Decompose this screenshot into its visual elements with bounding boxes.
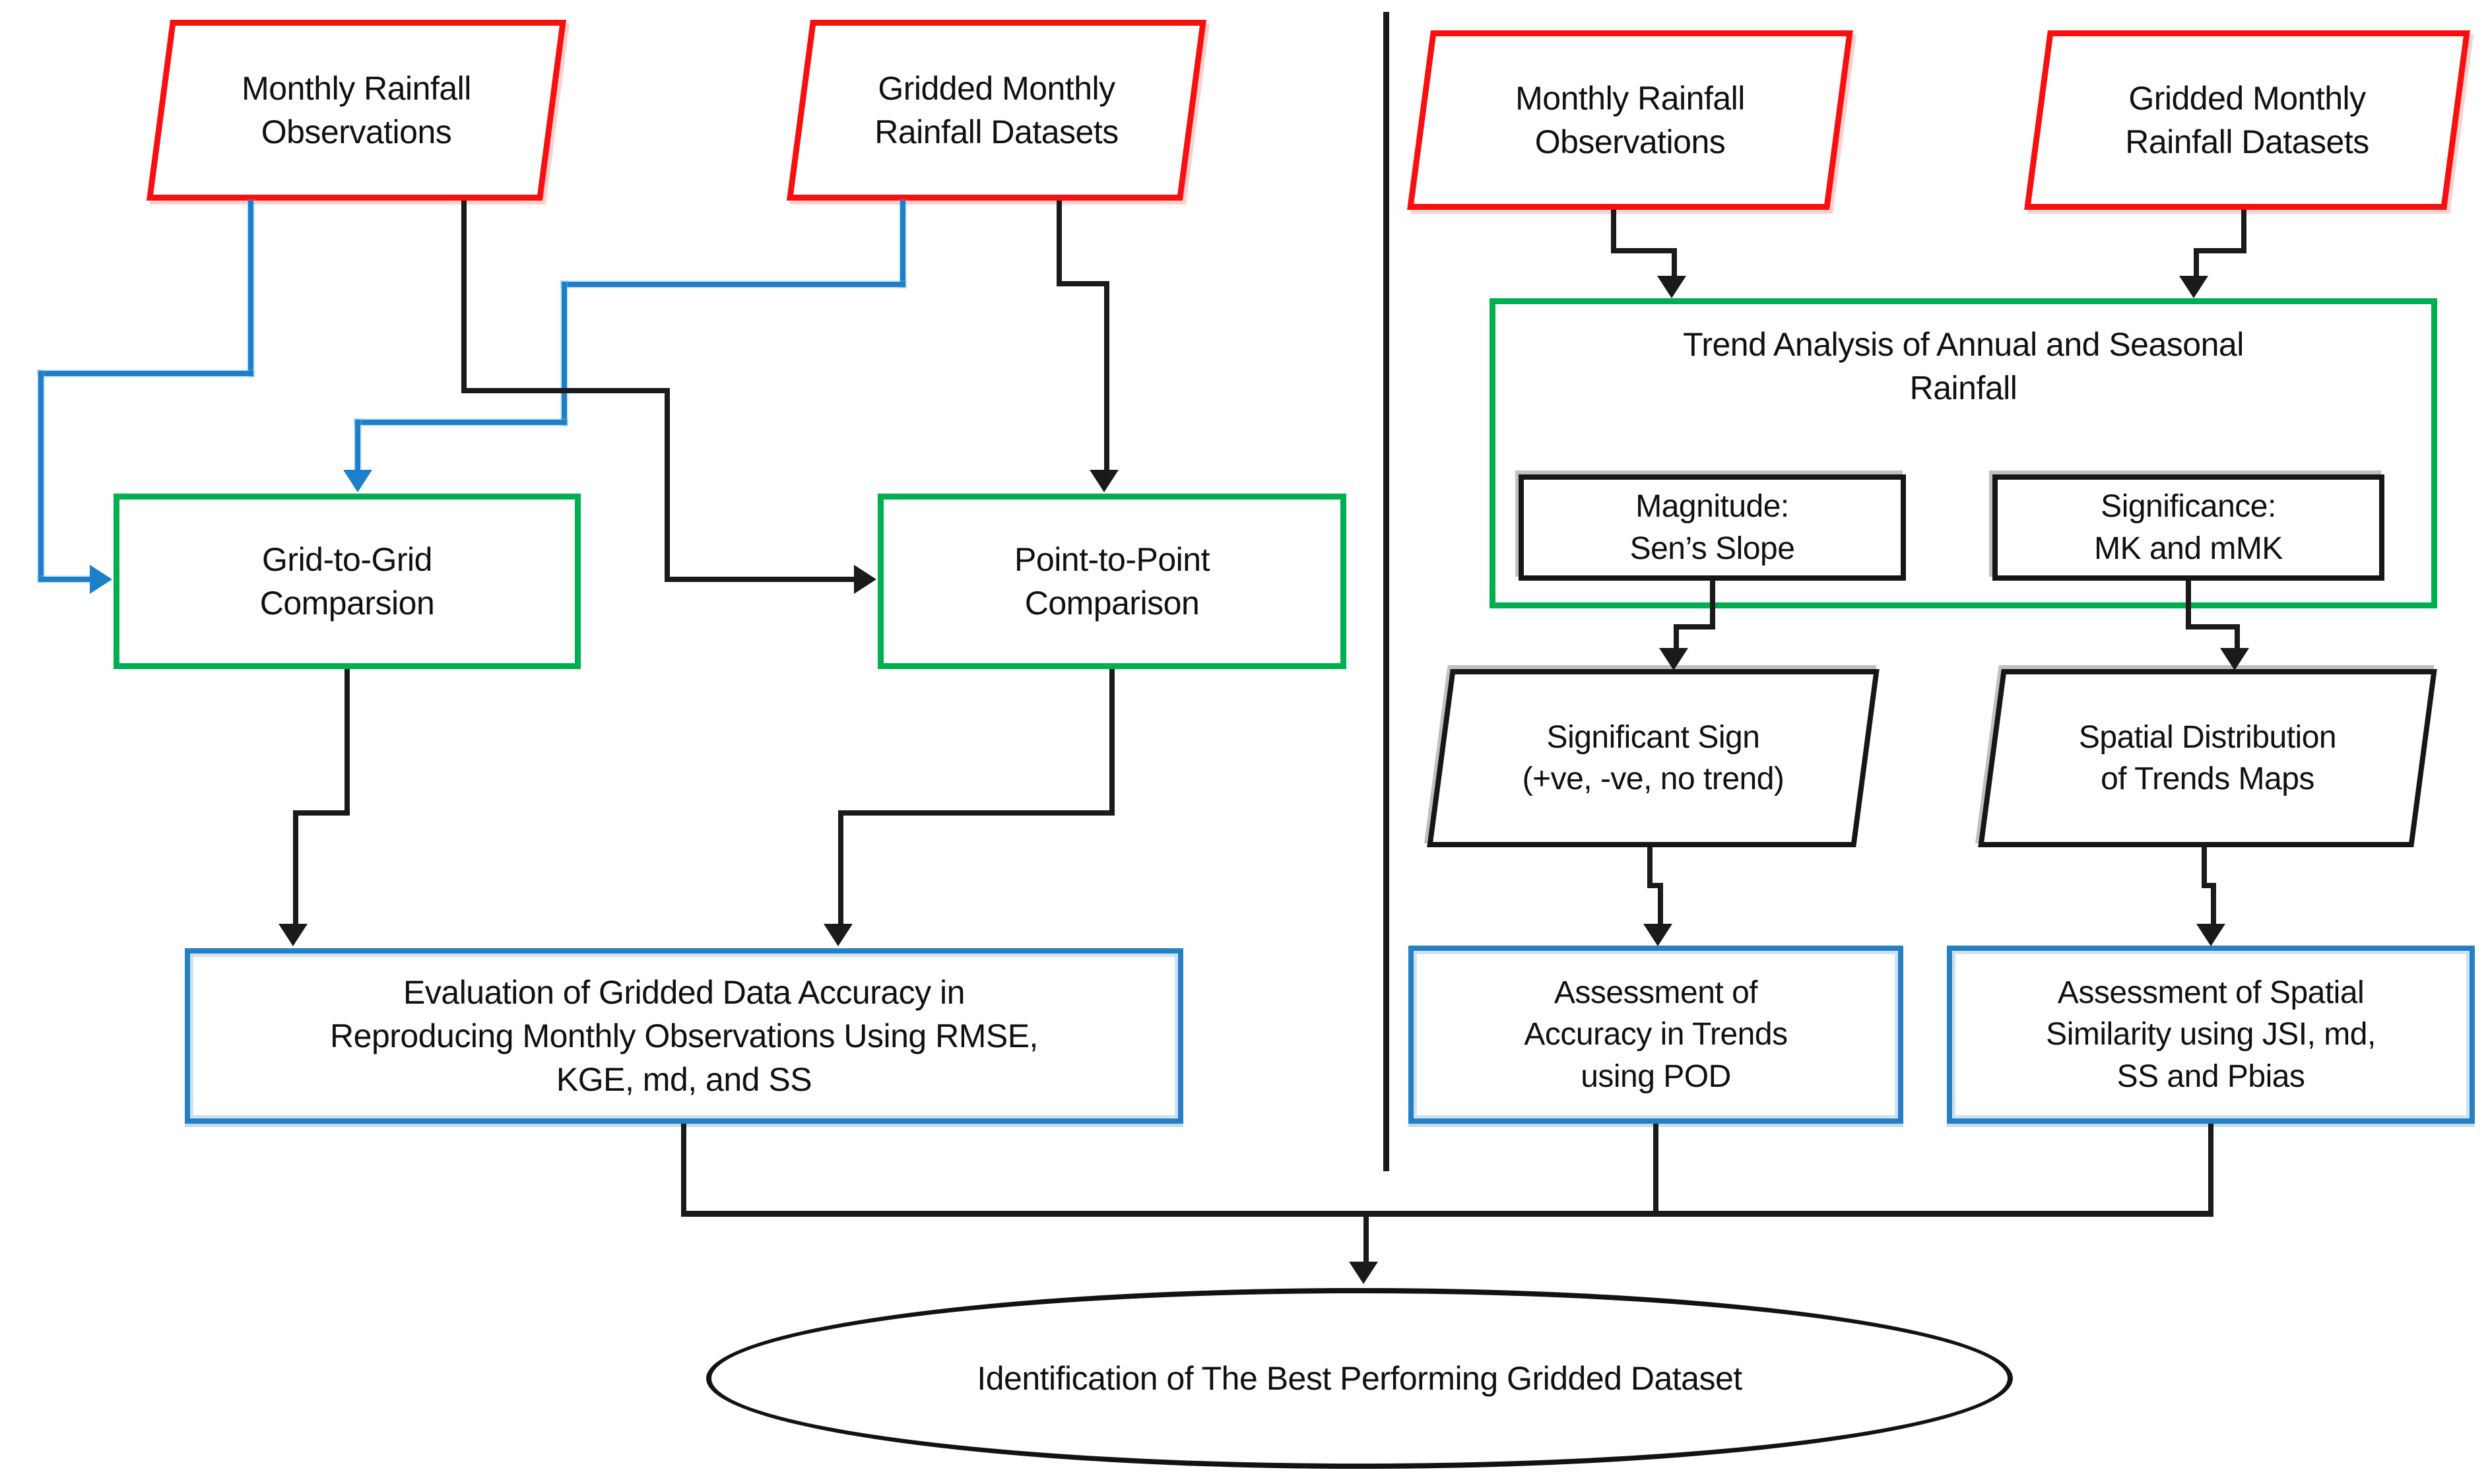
left-gridded-datasets-label: Gridded Monthly Rainfall Datasets xyxy=(874,70,1119,150)
connector-pointtopoint-to-evaluation-segment xyxy=(838,810,843,925)
significant-sign-parallelogram: Significant Sign (+ve, -ve, no trend) xyxy=(1427,669,1880,847)
connector-significance-to-maps-segment xyxy=(2235,624,2240,649)
connector-significance-to-maps-segment xyxy=(2186,624,2240,629)
spatial-similarity-label: Assessment of Spatial Similarity using J… xyxy=(2046,975,2376,1094)
significance-box: Significance: MK and mMK xyxy=(1992,474,2384,581)
connector-similarity-to-merge-segment xyxy=(2208,1124,2213,1216)
significant-sign-label: Significant Sign (+ve, -ve, no trend) xyxy=(1522,719,1785,796)
connector-pointtopoint-to-evaluation-segment xyxy=(1109,669,1115,816)
connector-gridded-to-gridtogrid-segment xyxy=(355,420,567,425)
connector-sign-to-accuracy-segment xyxy=(1658,883,1663,925)
arrowhead-into-pointtopoint-left xyxy=(854,565,876,594)
connector-obs-to-gridtogrid-segment xyxy=(248,201,253,376)
connector-gridded-to-gridtogrid-segment xyxy=(355,420,360,471)
connector-maps-to-similarity-segment xyxy=(2202,883,2216,888)
accuracy-assessment-label: Assessment of Accuracy in Trends using P… xyxy=(1524,975,1788,1094)
arrowhead-into-gridtogrid-top xyxy=(343,470,372,492)
arrowhead-into-trend-left xyxy=(1657,276,1686,298)
left-gridded-datasets-parallelogram: Gridded Monthly Rainfall Datasets xyxy=(786,20,1207,201)
connector-rightobs-to-trend-segment xyxy=(1611,248,1677,253)
arrowhead-into-similarity xyxy=(2196,924,2225,946)
connector-pointtopoint-to-evaluation-segment xyxy=(838,810,1115,816)
connector-sign-to-accuracy-segment xyxy=(1647,847,1653,888)
connector-gridtogrid-to-evaluation-segment xyxy=(293,810,350,816)
arrowhead-into-maps xyxy=(2220,648,2249,670)
outcome-ellipse: Identification of The Best Performing Gr… xyxy=(706,1288,2013,1469)
section-divider-line xyxy=(1383,12,1389,1171)
evaluation-box: Evaluation of Gridded Data Accuracy in R… xyxy=(185,948,1183,1124)
connector-gridded-to-gridtogrid-segment xyxy=(562,282,905,287)
magnitude-label: Magnitude: Sen’s Slope xyxy=(1629,489,1795,566)
connector-magnitude-to-sign-segment xyxy=(1674,624,1715,629)
point-to-point-box: Point-to-Point Comparison xyxy=(878,494,1346,669)
significance-label: Significance: MK and mMK xyxy=(2094,489,2283,566)
spatial-distribution-label: Spatial Distribution of Trends Maps xyxy=(2078,719,2337,796)
right-monthly-observations-label: Monthly Rainfall Observations xyxy=(1515,80,1745,160)
connector-rightobs-to-trend-segment xyxy=(1611,210,1616,253)
point-to-point-label: Point-to-Point Comparison xyxy=(1014,541,1210,622)
trend-analysis-title: Trend Analysis of Annual and Seasonal Ra… xyxy=(1683,326,2244,406)
connector-rightgridded-to-trend-segment xyxy=(2241,210,2246,253)
evaluation-label: Evaluation of Gridded Data Accuracy in R… xyxy=(330,974,1038,1098)
connector-rightgridded-to-trend-segment xyxy=(2194,248,2246,253)
merge-bus-line xyxy=(681,1211,2213,1217)
connector-sign-to-accuracy-segment xyxy=(1647,883,1663,888)
magnitude-box: Magnitude: Sen’s Slope xyxy=(1519,474,1906,581)
left-monthly-observations-label: Monthly Rainfall Observations xyxy=(242,70,471,150)
connector-maps-to-similarity-segment xyxy=(2202,847,2207,888)
connector-obs-to-pointtopoint-segment xyxy=(665,388,670,582)
right-gridded-datasets-parallelogram: Gridded Monthly Rainfall Datasets xyxy=(2024,30,2470,210)
connector-obs-to-gridtogrid-segment xyxy=(38,371,253,376)
connector-gridded-to-gridtogrid-segment xyxy=(562,282,567,425)
connector-gridtogrid-to-evaluation-segment xyxy=(293,810,298,925)
spatial-distribution-parallelogram: Spatial Distribution of Trends Maps xyxy=(1978,669,2437,847)
connector-gridtogrid-to-evaluation-segment xyxy=(344,669,350,816)
connector-merge-to-outcome-segment xyxy=(1363,1217,1369,1263)
connector-obs-to-pointtopoint-segment xyxy=(461,201,467,393)
connector-accuracy-to-merge-segment xyxy=(1653,1124,1658,1216)
arrowhead-into-gridtogrid-left xyxy=(90,565,112,594)
arrowhead-into-evaluation-left xyxy=(278,924,308,946)
arrowhead-into-trend-right xyxy=(2179,276,2208,298)
grid-to-grid-box: Grid-to-Grid Comparsion xyxy=(114,494,581,669)
connector-rightgridded-to-trend-segment xyxy=(2194,248,2199,277)
outcome-label: Identification of The Best Performing Gr… xyxy=(977,1360,1742,1397)
connector-evaluation-to-merge-segment xyxy=(681,1124,686,1216)
connector-magnitude-to-sign-segment xyxy=(1674,624,1679,649)
left-monthly-observations-parallelogram: Monthly Rainfall Observations xyxy=(146,20,567,201)
right-monthly-observations-parallelogram: Monthly Rainfall Observations xyxy=(1407,30,1853,210)
grid-to-grid-label: Grid-to-Grid Comparsion xyxy=(259,541,435,622)
connector-magnitude-to-sign-segment xyxy=(1710,581,1715,629)
connector-obs-to-pointtopoint-segment xyxy=(461,388,670,393)
connector-maps-to-similarity-segment xyxy=(2211,883,2216,925)
connector-obs-to-gridtogrid-segment xyxy=(38,577,91,582)
connector-significance-to-maps-segment xyxy=(2186,581,2191,629)
arrowhead-into-evaluation-right xyxy=(824,924,853,946)
arrowhead-into-pointtopoint-top xyxy=(1090,470,1119,492)
connector-rightobs-to-trend-segment xyxy=(1672,248,1677,277)
connector-gridded-to-pointtopoint-segment xyxy=(1057,281,1109,286)
arrowhead-into-outcome xyxy=(1349,1262,1378,1284)
connector-gridded-to-pointtopoint-segment xyxy=(1104,281,1109,472)
arrowhead-into-accuracy xyxy=(1643,924,1672,946)
connector-obs-to-pointtopoint-segment xyxy=(665,577,855,582)
spatial-similarity-box: Assessment of Spatial Similarity using J… xyxy=(1947,946,2475,1124)
connector-gridded-to-pointtopoint-segment xyxy=(1057,201,1062,286)
arrowhead-into-sign xyxy=(1659,648,1688,670)
connector-obs-to-gridtogrid-segment xyxy=(38,371,44,579)
connector-gridded-to-gridtogrid-segment xyxy=(900,201,905,287)
accuracy-assessment-box: Assessment of Accuracy in Trends using P… xyxy=(1408,946,1903,1124)
right-gridded-datasets-label: Gridded Monthly Rainfall Datasets xyxy=(2125,80,2369,160)
